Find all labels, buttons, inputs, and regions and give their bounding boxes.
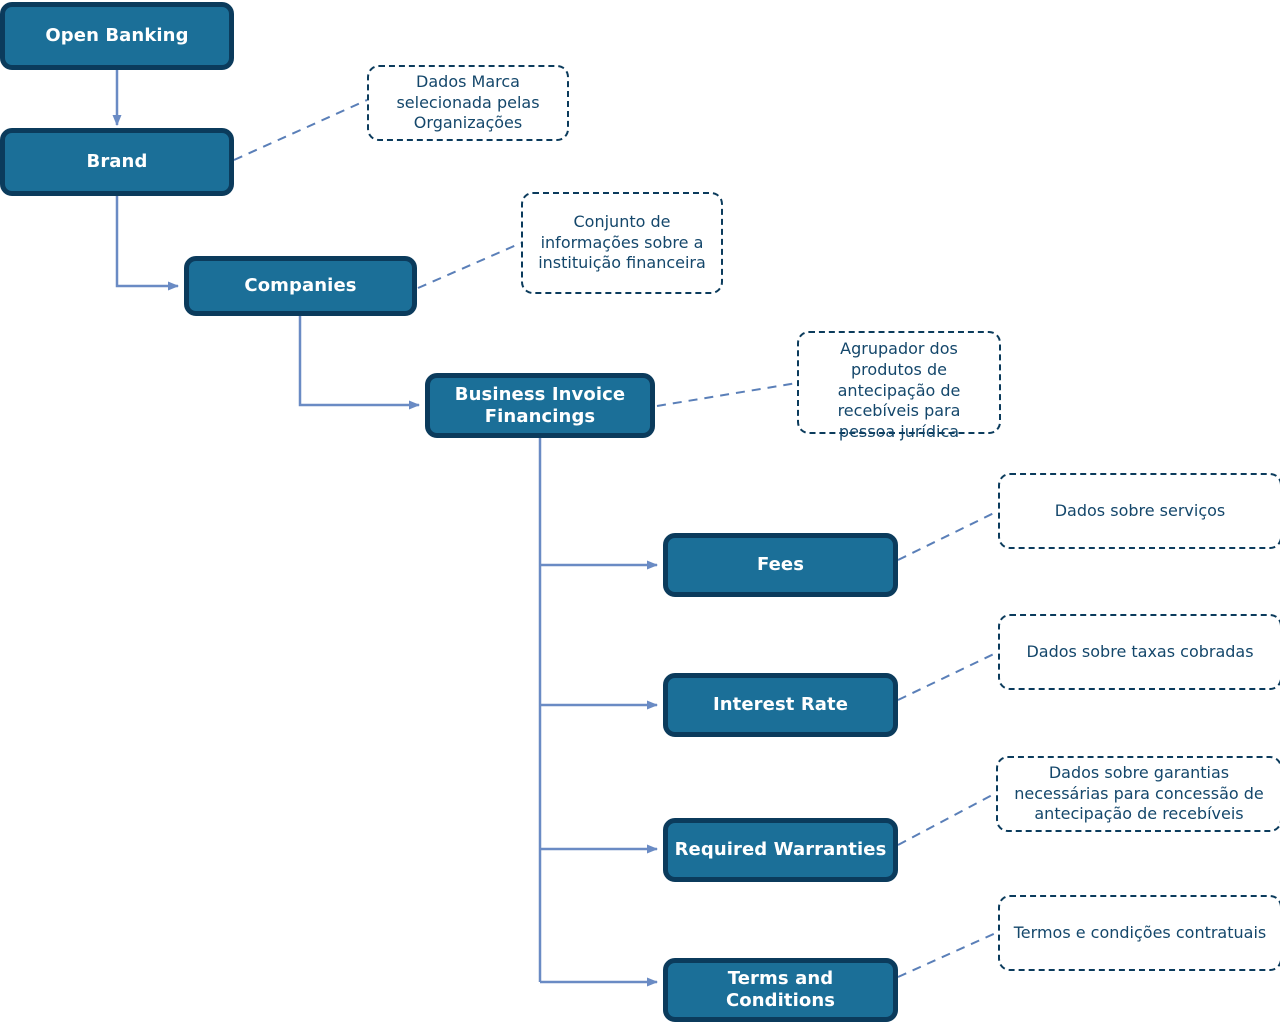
note-companies-text: Conjunto de informações sobre a institui… bbox=[538, 211, 706, 273]
node-required-warranties[interactable]: Required Warranties bbox=[663, 818, 898, 882]
note-connector-bif bbox=[656, 382, 798, 407]
note-terms-and-conditions: Termos e condições contratuais bbox=[998, 895, 1280, 971]
node-open-banking-label: Open Banking bbox=[45, 25, 189, 47]
node-fees-label: Fees bbox=[756, 554, 805, 576]
note-brand-text: Dados Marca selecionada pelas Organizaçõ… bbox=[396, 71, 540, 133]
node-required-warranties-label: Required Warranties bbox=[674, 839, 887, 861]
node-bif-label-line1: Business Invoice bbox=[454, 383, 626, 405]
note-fees-text: Dados sobre serviços bbox=[1054, 500, 1226, 520]
note-interest-rate: Dados sobre taxas cobradas bbox=[998, 614, 1280, 690]
note-connector-required-warranties bbox=[897, 792, 997, 846]
node-bif-label-line2: Financings bbox=[484, 405, 596, 427]
note-bif-text: Agrupador dos produtos de antecipação de… bbox=[837, 339, 961, 442]
node-brand[interactable]: Brand bbox=[0, 128, 234, 196]
node-terms-and-conditions[interactable]: Terms and Conditions bbox=[663, 958, 898, 1022]
note-interest-rate-text: Dados sobre taxas cobradas bbox=[1026, 641, 1254, 661]
edge-companies-to-bif bbox=[298, 316, 420, 410]
note-fees: Dados sobre serviços bbox=[998, 473, 1280, 549]
node-open-banking[interactable]: Open Banking bbox=[0, 2, 234, 70]
note-connector-interest-rate bbox=[897, 651, 999, 701]
node-companies-label: Companies bbox=[244, 275, 357, 297]
node-companies[interactable]: Companies bbox=[184, 256, 417, 316]
node-interest-rate[interactable]: Interest Rate bbox=[663, 673, 898, 737]
note-brand: Dados Marca selecionada pelas Organizaçõ… bbox=[367, 65, 569, 141]
note-connector-terms bbox=[897, 931, 999, 978]
note-terms-text: Termos e condições contratuais bbox=[1013, 922, 1267, 942]
note-required-warranties: Dados sobre garantias necessárias para c… bbox=[996, 756, 1280, 832]
node-brand-label: Brand bbox=[86, 151, 148, 173]
node-interest-rate-label: Interest Rate bbox=[712, 694, 849, 716]
note-connector-companies bbox=[417, 242, 522, 289]
node-terms-and-conditions-label: Terms and Conditions bbox=[725, 968, 836, 1011]
edge-brand-to-companies bbox=[115, 196, 179, 291]
note-connector-brand bbox=[233, 99, 368, 161]
note-companies: Conjunto de informações sobre a institui… bbox=[521, 192, 723, 294]
node-fees[interactable]: Fees bbox=[663, 533, 898, 597]
note-required-warranties-text: Dados sobre garantias necessárias para c… bbox=[1014, 762, 1264, 824]
note-connector-fees bbox=[897, 510, 999, 561]
note-business-invoice-financings: Agrupador dos produtos de antecipação de… bbox=[797, 331, 1001, 441]
node-business-invoice-financings[interactable]: Business Invoice Financings bbox=[425, 373, 655, 438]
